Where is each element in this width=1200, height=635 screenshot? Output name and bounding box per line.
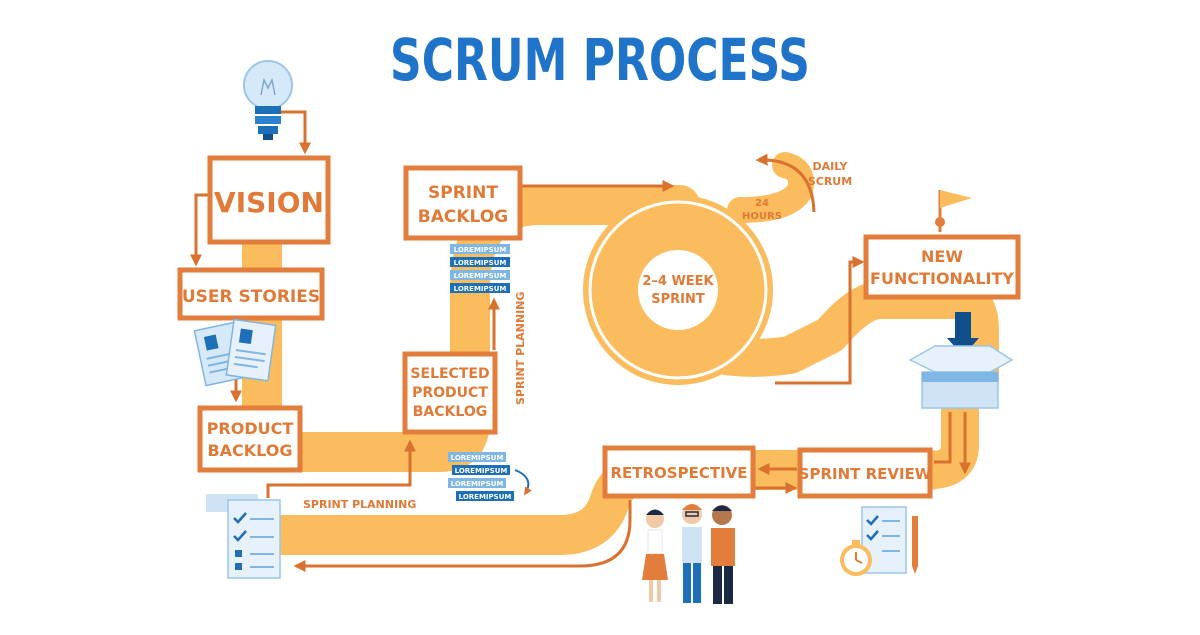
- selected-line1: SELECTED: [410, 366, 489, 382]
- backlog-stack-top: LOREMIPSUM LOREMIPSUM LOREMIPSUM LOREMIP…: [450, 244, 510, 293]
- daily-scrum-line2: SCRUM: [808, 175, 852, 188]
- selected-line3: BACKLOG: [413, 404, 487, 420]
- user-stories-box: USER STORIES: [177, 267, 325, 321]
- new-functionality-line1: NEW: [921, 247, 963, 266]
- new-functionality-line2: FUNCTIONALITY: [870, 269, 1014, 288]
- product-backlog-box: PRODUCT BACKLOG: [197, 405, 303, 473]
- stack-top-item: LOREMIPSUM: [454, 285, 507, 293]
- team-illustration: [642, 504, 735, 604]
- retrospective-box: RETROSPECTIVE: [602, 445, 756, 499]
- retrospective-label: RETROSPECTIVE: [610, 464, 747, 482]
- product-backlog-line2: BACKLOG: [207, 441, 292, 460]
- stack-top-item: LOREMIPSUM: [454, 259, 507, 267]
- box-icon: [908, 312, 1014, 409]
- stack-top-item: LOREMIPSUM: [454, 246, 507, 254]
- documents-icon: [193, 318, 277, 387]
- sprint-planning-vertical: SPRINT PLANNING: [514, 292, 527, 405]
- flag-icon: [935, 190, 972, 232]
- vision-box: VISION: [207, 155, 331, 245]
- new-functionality-box: NEW FUNCTIONALITY: [863, 234, 1021, 300]
- selected-product-backlog-box: SELECTED PRODUCT BACKLOG: [402, 351, 498, 435]
- vision-label: VISION: [214, 186, 324, 219]
- daily-scrum-line1: DAILY: [813, 160, 849, 173]
- stack-top-item: LOREMIPSUM: [454, 272, 507, 280]
- sprint-planning-horizontal: SPRINT PLANNING: [303, 498, 416, 511]
- stack-bottom-item: LOREMIPSUM: [455, 467, 508, 475]
- page-title: SCRUM PROCESS: [390, 26, 810, 94]
- sprint-cycle-line2: SPRINT: [651, 292, 705, 307]
- stack-bottom-item: LOREMIPSUM: [451, 480, 504, 488]
- sprint-review-label: SPRINT REVIEW: [799, 465, 932, 483]
- stack-bottom-item: LOREMIPSUM: [451, 454, 504, 462]
- stopwatch-icon: [840, 506, 918, 576]
- checklist-icon: [206, 494, 281, 579]
- product-backlog-line1: PRODUCT: [207, 419, 294, 438]
- user-stories-label: USER STORIES: [182, 287, 320, 307]
- backlog-stack-bottom: LOREMIPSUM LOREMIPSUM LOREMIPSUM LOREMIP…: [448, 452, 514, 501]
- hours-line1: 24: [755, 198, 769, 209]
- sprint-cycle: 2–4 WEEK SPRINT: [583, 195, 773, 385]
- sprint-backlog-line2: BACKLOG: [418, 207, 508, 227]
- selected-line2: PRODUCT: [412, 385, 488, 401]
- sprint-backlog-line1: SPRINT: [428, 183, 498, 203]
- sprint-review-box: SPRINT REVIEW: [797, 447, 933, 499]
- hours-line2: HOURS: [742, 211, 782, 222]
- stack-bottom-item: LOREMIPSUM: [459, 493, 512, 501]
- lightbulb-icon: [243, 60, 293, 140]
- sprint-backlog-box: SPRINT BACKLOG: [403, 165, 523, 241]
- sprint-cycle-line1: 2–4 WEEK: [642, 274, 714, 289]
